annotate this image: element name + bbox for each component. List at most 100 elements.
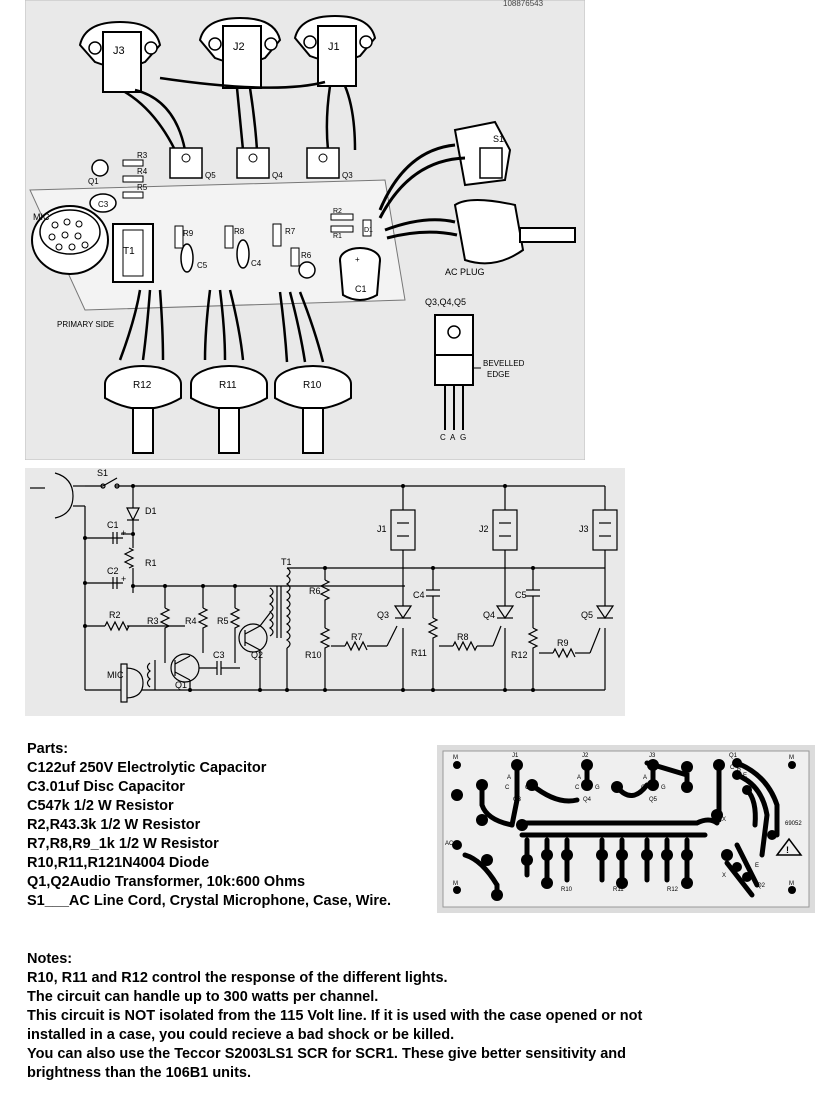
transistor-q2: [298, 261, 316, 279]
cap-label: C1: [355, 284, 367, 294]
resistor-r2: R2: [330, 208, 354, 221]
jack-label: J2: [233, 41, 245, 53]
parts-item: C547k 1/2 W Resistor: [27, 798, 174, 814]
label-q4: Q4: [483, 610, 495, 620]
schematic-components: [104, 507, 618, 703]
pin-label: A: [450, 433, 456, 442]
pin-label: C: [440, 433, 446, 442]
label-r3: R3: [147, 616, 159, 626]
scr-label: Q3: [342, 171, 353, 180]
label-r9: R9: [557, 638, 569, 648]
pcb-pads: [451, 758, 796, 901]
pcb-mark: M: [789, 755, 794, 761]
resistor-label: R7: [285, 227, 296, 236]
pcb-pin: G: [661, 785, 666, 791]
label-r4: R4: [185, 616, 197, 626]
cap-label: C3: [98, 200, 109, 209]
label-c1: C1: [107, 520, 119, 530]
pcb-label: R12: [667, 887, 679, 893]
pot-r11: R11: [190, 365, 268, 454]
pcb-label: Q1: [729, 753, 738, 759]
primary-side-label: PRIMARY SIDE: [57, 320, 114, 329]
parts-item: R2,R43.3k 1/2 W Resistor: [27, 817, 201, 833]
pcb-label: Q5: [649, 797, 658, 803]
label-q5: Q5: [581, 610, 593, 620]
parts-item: S1___AC Line Cord, Crystal Microphone, C…: [27, 893, 392, 909]
pcb-pin: A: [577, 775, 581, 781]
parts-item: C3.01uf Disc Capacitor: [27, 779, 185, 795]
pcb-pin: E: [755, 863, 759, 869]
capacitor-c5: C5: [180, 243, 208, 273]
pcb-mark: M: [789, 881, 794, 887]
ac-plug-label: AC PLUG: [445, 267, 485, 277]
notes-line: R10, R11 and R12 control the response of…: [27, 970, 448, 986]
scr-q4: Q4: [236, 147, 283, 180]
pcb-label: R10: [561, 887, 573, 893]
notes-line: The circuit can handle up to 300 watts p…: [27, 989, 379, 1005]
resistor-r6: R6: [290, 247, 312, 267]
resistor-r3: R3: [122, 151, 148, 167]
cap-label: C5: [197, 261, 208, 270]
label-c3: C3: [213, 650, 225, 660]
parts-item: R10,R11,R121N4004 Diode: [27, 855, 210, 871]
label-r12: R12: [511, 650, 528, 660]
edge-label: EDGE: [487, 370, 510, 379]
label-r8: R8: [457, 632, 469, 642]
parts-list: Parts: C122uf 250V Electrolytic Capacito…: [27, 740, 432, 911]
pot-label: R10: [303, 380, 322, 391]
label-s1: S1: [97, 468, 108, 478]
resistor-r9: R9: [174, 225, 194, 249]
pcb-mark: X: [722, 873, 726, 879]
pcb-mark: +: [525, 863, 529, 869]
label-mic: MIC: [107, 670, 124, 680]
cap-label: C4: [251, 259, 262, 268]
pcb-pin: E: [743, 773, 747, 779]
ac-plug: AC PLUG: [445, 199, 576, 277]
pin-label: G: [460, 433, 466, 442]
pcb-mark: M: [453, 755, 458, 761]
capacitor-c3: C3: [89, 193, 117, 213]
label-r6: R6: [309, 586, 321, 596]
resistor-r5: R5: [122, 183, 148, 199]
t1-label: T1: [123, 246, 135, 257]
stamp-number: 108876543: [503, 0, 544, 8]
label-r2: R2: [109, 610, 121, 620]
pcb-label: Q4: [583, 797, 592, 803]
label-r1: R1: [145, 558, 157, 568]
label-d1: D1: [145, 506, 157, 516]
notes-line: brightness than the 106B1 units.: [27, 1065, 251, 1081]
pot-r12: R12: [104, 365, 182, 454]
notes-line: This circuit is NOT isolated from the 11…: [27, 1008, 643, 1024]
resistor-r1: R1: [330, 225, 354, 240]
jack-j2: J2: [198, 16, 282, 89]
mic-label: MIC: [33, 212, 50, 222]
label-j1: J1: [377, 524, 387, 534]
scr-detail-title: Q3,Q4,Q5: [425, 297, 466, 307]
svg-text:+: +: [355, 255, 360, 264]
s1-label: S1: [493, 134, 504, 144]
resistor-label: R3: [137, 151, 148, 160]
pcb-pin: A: [507, 775, 511, 781]
notes-section: Notes: R10, R11 and R12 control the resp…: [27, 950, 807, 1083]
pcb-labels: J1 J2 J3 Q3 Q4 Q5 Q1 Q2 R10 R11 R12 A C …: [445, 753, 802, 893]
warning-exclamation-icon: !: [786, 845, 789, 855]
capacitor-c4: C4: [236, 239, 262, 269]
pcb-label: J2: [582, 753, 589, 759]
jack-j3: J3: [78, 20, 162, 93]
resistor-label: R5: [137, 183, 148, 192]
jack-wires: [124, 76, 357, 151]
junction-dots: [83, 484, 535, 692]
pcb-pin: G: [525, 785, 530, 791]
label-j3: J3: [579, 524, 589, 534]
scr-q5: Q5: [169, 147, 216, 180]
capacitor-c1: + C1: [339, 247, 381, 301]
pcb-label: R11: [613, 887, 624, 893]
microphone: MIC: [31, 205, 109, 275]
scr-pinout-detail: Q3,Q4,Q5 BEVELLED EDGE C A G: [425, 297, 525, 442]
label-r10: R10: [305, 650, 322, 660]
jack-label: J3: [113, 45, 125, 57]
schematic-diagram: S1 D1 C1 + R1 C2 + R2 R3 R4 R5 Q1 C3 Q2 …: [25, 468, 625, 716]
label-plus: +: [121, 528, 126, 538]
label-c4: C4: [413, 590, 425, 600]
pcb-pin: A: [643, 775, 647, 781]
